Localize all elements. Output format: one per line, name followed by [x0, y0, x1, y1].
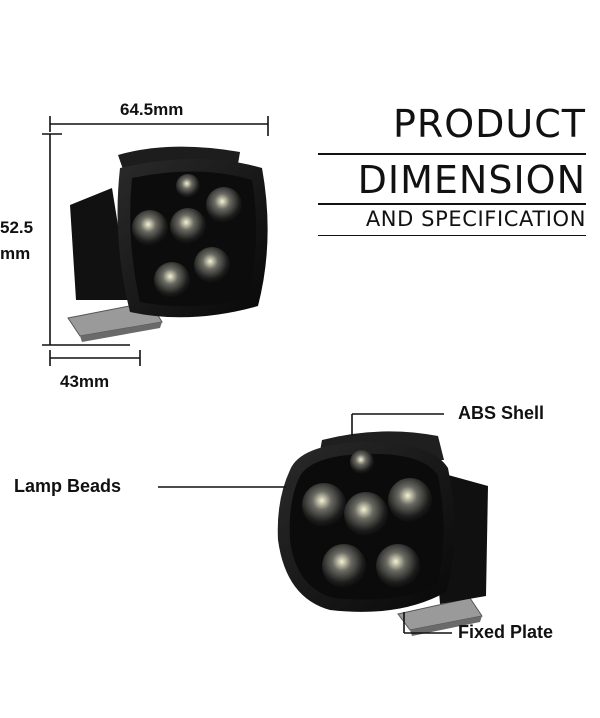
depth-dimension-label: 43mm	[60, 372, 110, 391]
heading-rule-top	[318, 153, 586, 155]
callout-abs-shell: ABS Shell	[458, 403, 545, 423]
heading-product: PRODUCT	[392, 102, 586, 146]
callout-lamp-beads: Lamp Beads	[14, 476, 122, 496]
height-dimension-unit: mm	[0, 244, 31, 263]
heading-dimension: DIMENSION	[357, 158, 586, 202]
height-dimension-value: 52.5	[0, 218, 34, 237]
callout-fixed-plate: Fixed Plate	[458, 622, 554, 642]
heading-rule-mid	[318, 203, 586, 205]
heading-specification: AND SPECIFICATION	[365, 207, 586, 231]
width-dimension-label: 64.5mm	[120, 100, 184, 119]
heading-rule-bottom	[318, 235, 586, 236]
